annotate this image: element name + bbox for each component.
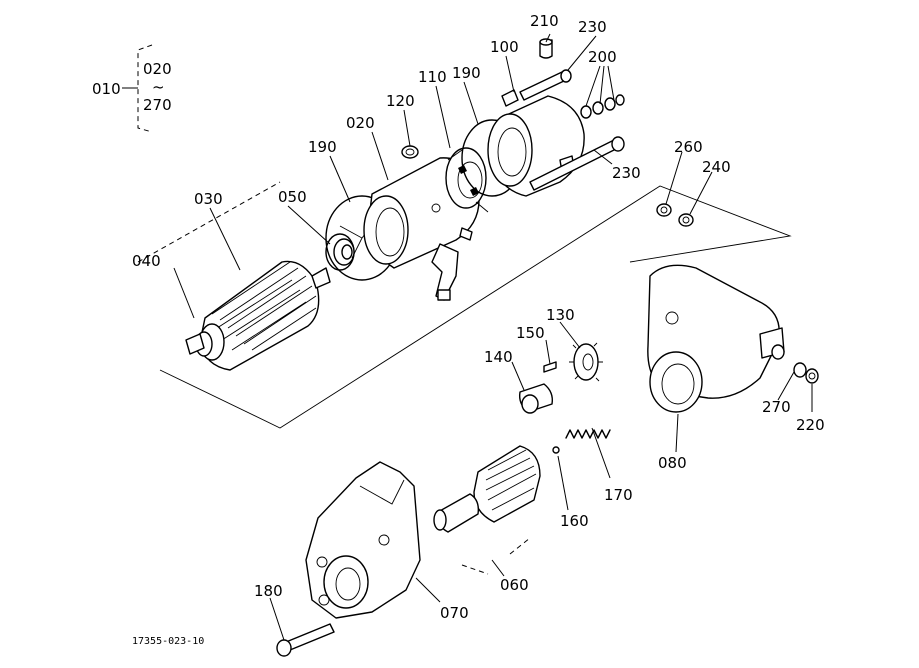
callout-050: 050 xyxy=(278,188,307,206)
group-bracket xyxy=(122,44,153,133)
callout-160: 160 xyxy=(560,512,589,530)
callout-020: 020 xyxy=(346,114,375,132)
through-bolt-upper-part xyxy=(519,69,572,101)
callout-120: 120 xyxy=(386,92,415,110)
spring-170-part xyxy=(565,429,611,439)
nuts-washers-200-part xyxy=(580,94,625,119)
group-range-to: 270 xyxy=(143,96,172,114)
leader-lines xyxy=(173,33,813,641)
callout-150: 150 xyxy=(516,324,545,342)
nut-220-part xyxy=(805,368,819,384)
callout-260: 260 xyxy=(674,138,703,156)
ball-160-part xyxy=(552,446,560,454)
bolt-180-part xyxy=(276,623,335,657)
callout-060: 060 xyxy=(500,576,529,594)
pin-150-part xyxy=(543,361,557,373)
callout-labels: 210 230 100 200 110 190 120 020 190 230 … xyxy=(132,12,825,622)
drive-group-box xyxy=(461,537,531,575)
armature-part xyxy=(185,260,331,371)
callout-230-lower: 230 xyxy=(612,164,641,182)
group-label: 010 xyxy=(92,80,121,98)
callout-100: 100 xyxy=(490,38,519,56)
armature-group-box xyxy=(137,181,281,263)
callout-080: 080 xyxy=(658,454,687,472)
callout-270: 270 xyxy=(762,398,791,416)
callout-170: 170 xyxy=(604,486,633,504)
callout-140: 140 xyxy=(484,348,513,366)
callout-130: 130 xyxy=(546,306,575,324)
bearing-part xyxy=(325,233,355,271)
callout-190-lower: 190 xyxy=(308,138,337,156)
callout-030: 030 xyxy=(194,190,223,208)
nut-260-part xyxy=(656,203,672,217)
upper-assembly-box xyxy=(159,185,792,429)
nut-240-part xyxy=(678,213,694,227)
nut-120-part xyxy=(401,145,419,159)
callout-180: 180 xyxy=(254,582,283,600)
through-bolt-lower-part xyxy=(529,136,625,191)
front-housing-part xyxy=(305,461,421,619)
collar-140-part xyxy=(518,383,554,414)
washer-270-part xyxy=(793,362,807,378)
callout-110: 110 xyxy=(418,68,447,86)
callout-200: 200 xyxy=(588,48,617,66)
idle-gear-part xyxy=(569,342,603,382)
group-range-from: 020 xyxy=(143,60,172,78)
clutch-060-part xyxy=(433,445,541,533)
callout-190-upper: 190 xyxy=(452,64,481,82)
callout-070: 070 xyxy=(440,604,469,622)
figure-code: 17355-023-10 xyxy=(132,636,204,647)
callout-210: 210 xyxy=(530,12,559,30)
group-range-tilde: ~ xyxy=(152,78,165,96)
callout-230-upper: 230 xyxy=(578,18,607,36)
callout-040: 040 xyxy=(132,252,161,270)
magnetic-switch-part xyxy=(647,264,785,413)
callout-240: 240 xyxy=(702,158,731,176)
callout-220: 220 xyxy=(796,416,825,434)
